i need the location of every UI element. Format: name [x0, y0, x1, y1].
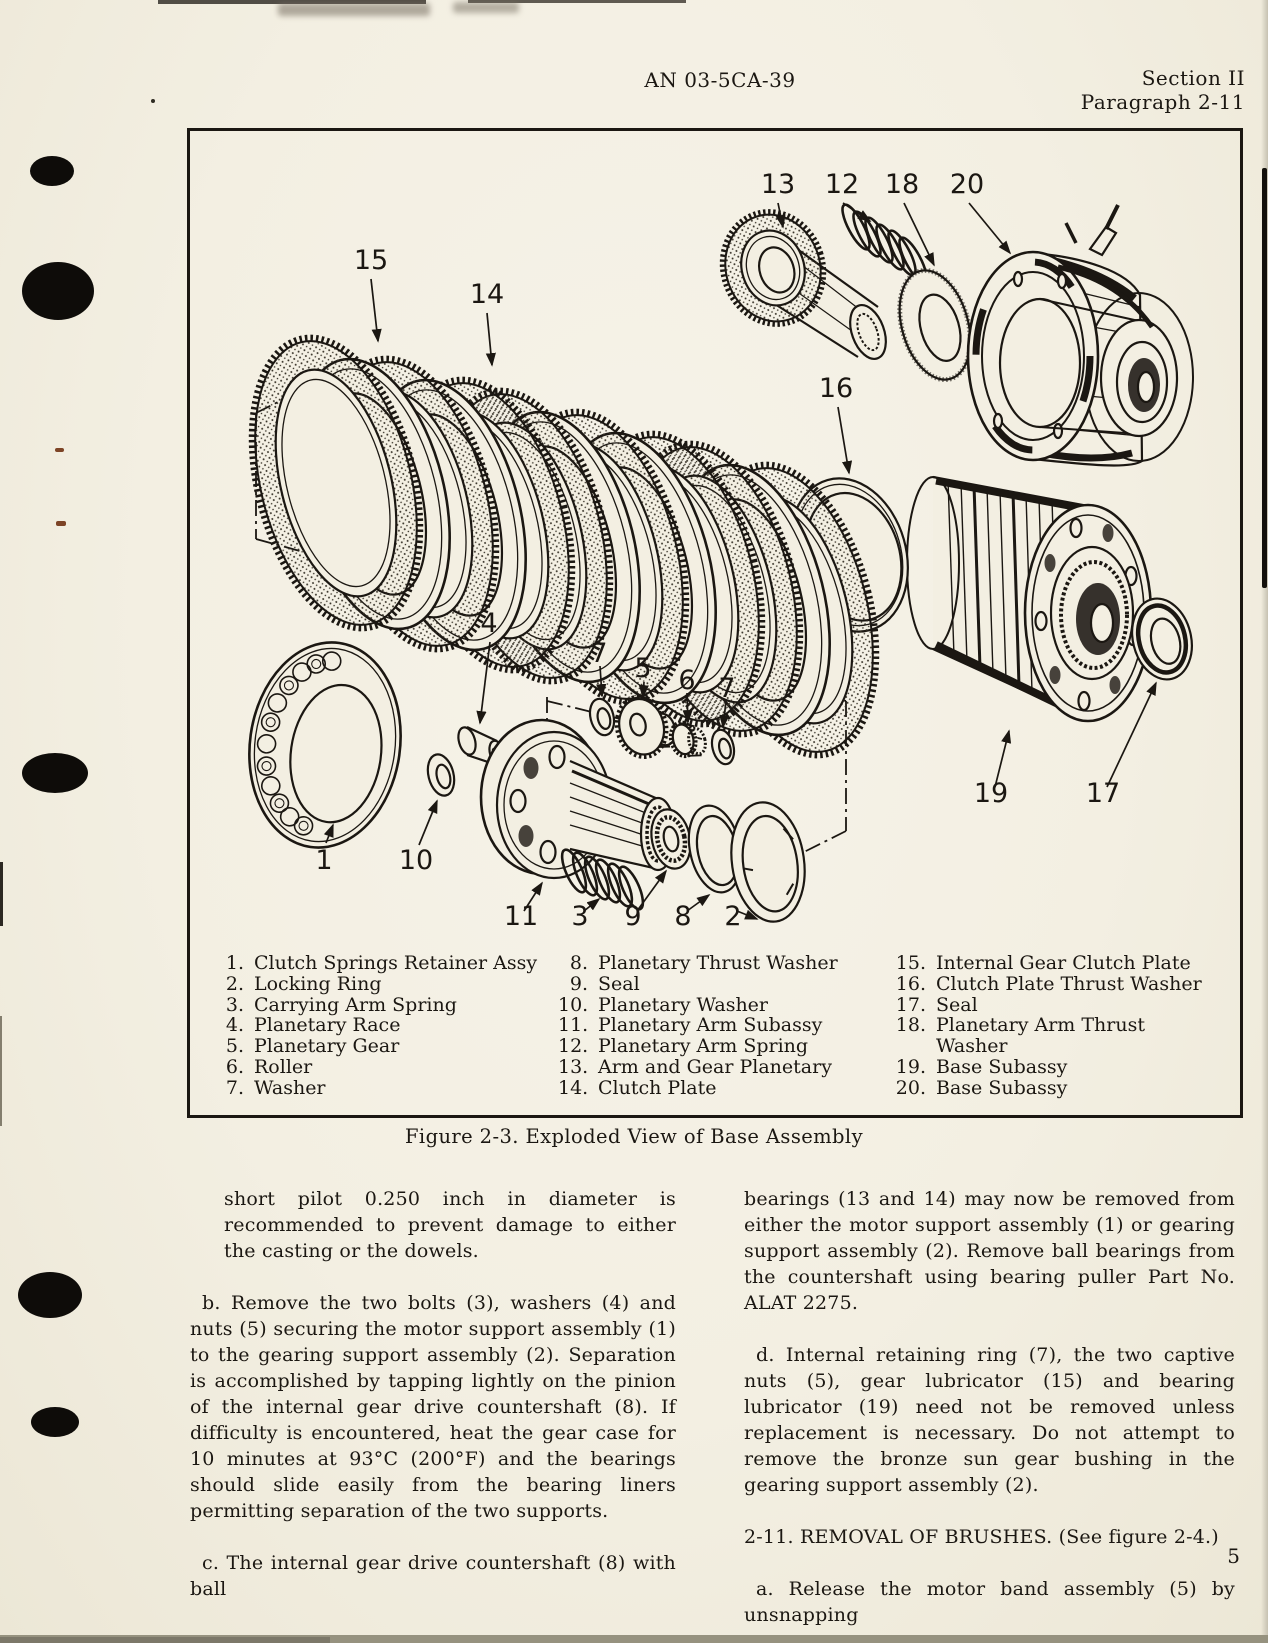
parts-list-item: 2.Locking Ring [225, 972, 382, 995]
scan-edge-artifact [0, 1635, 1268, 1643]
binder-mark [22, 753, 88, 793]
paragraph-label: Paragraph 2-11 [1080, 90, 1245, 114]
callout-11: 11 [504, 901, 538, 932]
part-8-thrust-washer [687, 804, 743, 894]
parts-list-item: 12.Planetary Arm Spring [558, 1035, 809, 1058]
part-11-planetary-arm-subassy [479, 718, 677, 880]
parts-list-item: 14.Clutch Plate [558, 1076, 717, 1099]
scan-edge-artifact [0, 1637, 330, 1643]
parts-list-item: 16.Clutch Plate Thrust Washer [895, 972, 1202, 995]
callout-9: 9 [624, 901, 641, 932]
parts-list-column-3: 15.Internal Gear Clutch Plate 16.Clutch … [890, 953, 1234, 1099]
callout-19: 19 [974, 778, 1008, 809]
body-column-left: short pilot 0.250 inch in diameter is re… [190, 1186, 676, 1628]
parts-list-item-wrap: Washer [936, 1035, 1008, 1058]
part-13-arm-and-gear-planetary [719, 209, 887, 360]
ink-smudge [278, 3, 430, 16]
scan-edge-artifact [0, 862, 3, 926]
parts-list-item: 1.Clutch Springs Retainer Assy [225, 952, 538, 974]
callout-18: 18 [885, 169, 919, 200]
page-edge-shadow [1261, 0, 1268, 1643]
page-number: 5 [1227, 1544, 1240, 1568]
binder-mark [18, 1272, 82, 1318]
scan-edge-artifact [468, 0, 686, 3]
part-6-roller [668, 720, 707, 759]
parts-list-item: 19.Base Subassy [895, 1055, 1068, 1078]
paragraph-a-brushes: a. Release the motor band assembly (5) b… [744, 1578, 1235, 1626]
callout-3: 3 [571, 901, 588, 932]
part-19-base-subassy [906, 475, 1153, 723]
paragraph-c: c. The internal gear drive countershaft … [190, 1552, 676, 1600]
part-7-washer [588, 697, 616, 737]
part-3-carrying-arm-spring [560, 848, 645, 911]
parts-list-item: 5.Planetary Gear [225, 1035, 400, 1058]
parts-list-item: 3.Carrying Arm Spring [225, 993, 457, 1016]
callout-20: 20 [950, 169, 984, 200]
doc-number: AN 03-5CA-39 [644, 68, 796, 92]
callout-14: 14 [470, 279, 504, 310]
parts-list-item: 7.Washer [225, 1076, 326, 1099]
callout-2: 2 [724, 901, 741, 932]
scan-edge-artifact [158, 0, 426, 4]
parts-list-item: 4.Planetary Race [225, 1014, 401, 1037]
binder-mark [22, 262, 94, 320]
parts-list-item: 20.Base Subassy [895, 1076, 1068, 1099]
part-5-planetary-gear [614, 694, 677, 759]
section-heading-2-11: 2-11. REMOVAL OF BRUSHES. (See figure 2-… [744, 1526, 1219, 1548]
parts-list-item: 15.Internal Gear Clutch Plate [895, 952, 1191, 974]
section-reference: Section II Paragraph 2-11 [1081, 66, 1245, 114]
callout-10: 10 [399, 845, 433, 876]
parts-list-item: 10.Planetary Washer [558, 993, 769, 1016]
rust-speck [55, 448, 64, 452]
paragraph-b: b. Remove the two bolts (3), washers (4)… [190, 1292, 676, 1522]
callout-6: 6 [678, 665, 695, 696]
callout-leaders [323, 202, 1157, 920]
callout-1: 1 [315, 845, 332, 876]
callout-5: 5 [634, 653, 651, 684]
callout-8: 8 [674, 901, 691, 932]
part-1-clutch-springs-retainer [248, 641, 402, 849]
parts-list-item: 17.Seal [895, 993, 978, 1016]
callout-7a: 7 [590, 638, 607, 669]
parts-list-item: 6.Roller [225, 1055, 313, 1078]
ink-smudge [453, 2, 519, 13]
parts-list-item: 8.Planetary Thrust Washer [569, 952, 838, 974]
section-label: Section II [1141, 66, 1245, 90]
callout-16: 16 [819, 373, 853, 404]
callout-15: 15 [354, 245, 388, 276]
callout-12: 12 [825, 169, 859, 200]
part-7-washer-second [710, 728, 736, 766]
ink-speck [151, 99, 155, 103]
part-9-seal [650, 808, 692, 870]
page-edge-shadow [1262, 168, 1267, 588]
body-column-right: bearings (13 and 14) may now be removed … [744, 1186, 1235, 1643]
callout-7b: 7 [718, 673, 735, 704]
part-18-thrust-washer [897, 267, 973, 383]
callout-numbers: 13 12 18 20 15 14 16 4 7 5 6 7 1 10 11 3… [315, 169, 1120, 932]
scan-edge-artifact [0, 1016, 2, 1126]
binder-mark [31, 1407, 79, 1437]
figure-box: 13 12 18 20 15 14 16 4 7 5 6 7 1 10 11 3… [187, 128, 1243, 1118]
parts-list-item: 11.Planetary Arm Subassy [558, 1014, 823, 1037]
part-17-seal [1131, 597, 1193, 681]
part-2-locking-ring [730, 801, 806, 923]
paragraph-c-continuation: bearings (13 and 14) may now be removed … [744, 1188, 1235, 1314]
parts-list-item: 18.Planetary Arm Thrust [895, 1014, 1145, 1037]
callout-17: 17 [1086, 778, 1120, 809]
parts-list-column-2: 8.Planetary Thrust Washer 9.Seal 10.Plan… [558, 953, 888, 1099]
figure-caption: Figure 2-3. Exploded View of Base Assemb… [405, 1125, 863, 1148]
rust-speck [56, 521, 66, 526]
paragraph-a-continuation: short pilot 0.250 inch in diameter is re… [224, 1188, 676, 1262]
paragraph-d: d. Internal retaining ring (7), the two … [744, 1344, 1235, 1496]
parts-list-column-1: 1.Clutch Springs Retainer Assy 2.Locking… [214, 953, 544, 1099]
parts-list-item: 9.Seal [569, 972, 640, 995]
exploded-view-diagram: 13 12 18 20 15 14 16 4 7 5 6 7 1 10 11 3… [190, 169, 1194, 932]
binder-mark [30, 156, 74, 186]
callout-4: 4 [480, 608, 497, 639]
callout-13: 13 [761, 169, 795, 200]
part-10-planetary-washer [426, 753, 456, 797]
parts-list-item: 13.Arm and Gear Planetary [558, 1055, 832, 1078]
part-20-base-subassy [966, 204, 1194, 467]
